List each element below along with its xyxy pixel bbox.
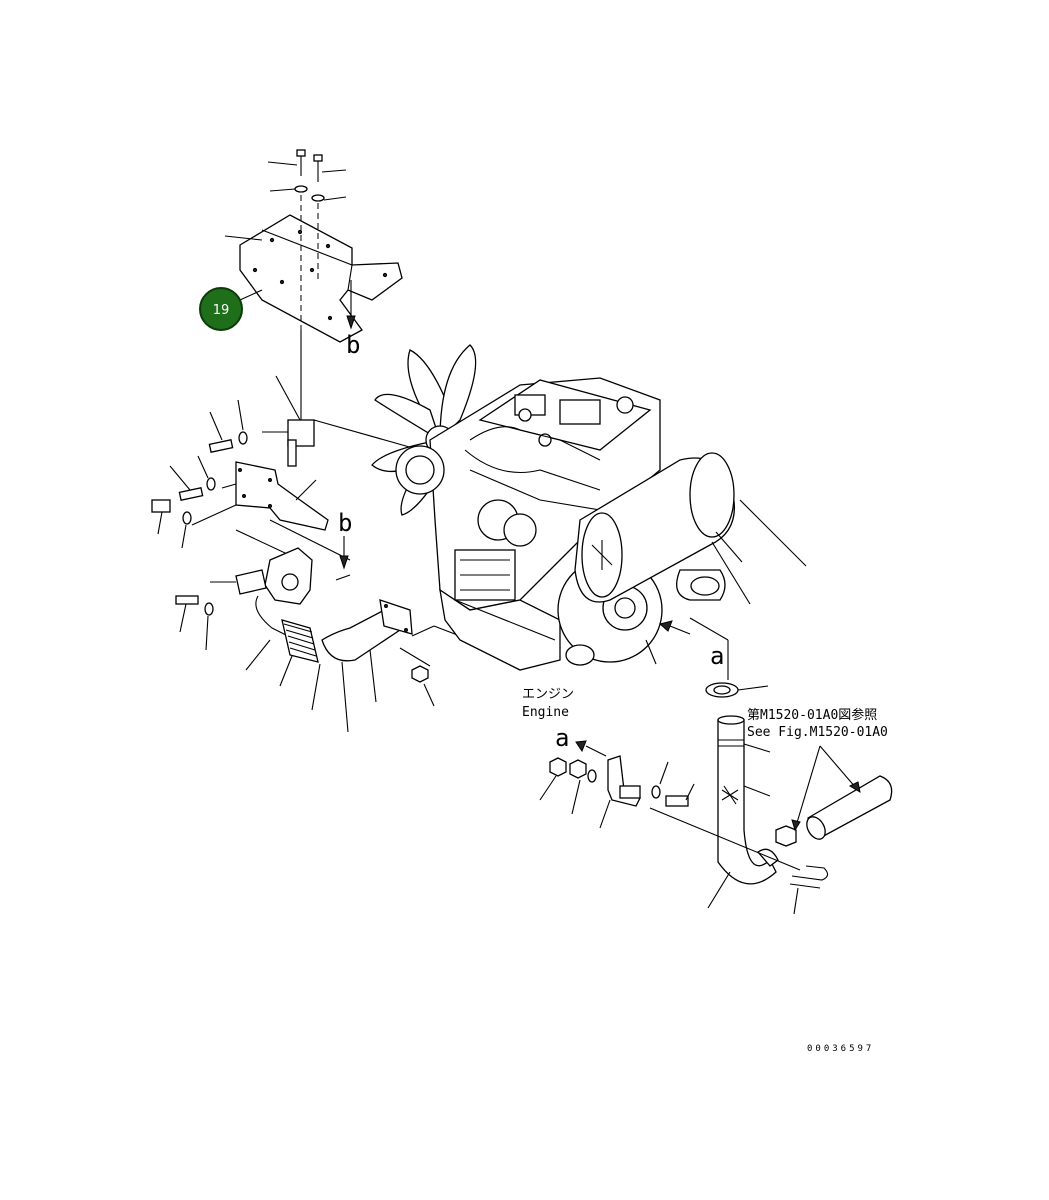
top-cover-plate: [224, 195, 403, 343]
pipe-clamp: [705, 682, 769, 698]
view-label-a-top: a: [710, 642, 724, 670]
top-bolts: [267, 149, 347, 202]
view-arrow-b-top: b: [346, 280, 360, 359]
view-arrow-b-mid: b: [335, 509, 352, 581]
view-label-b-top: b: [346, 331, 360, 359]
tail-pipe-assembly: [649, 715, 893, 915]
view-label-b-mid: b: [338, 509, 352, 537]
drawing-number: 00036597: [807, 1044, 874, 1054]
bracket-assembly: [151, 375, 421, 561]
reference-note-english: See Fig.M1520-01A0: [747, 725, 888, 740]
engine-label-english: Engine: [522, 705, 569, 720]
engine-label: エンジン Engine: [522, 687, 574, 720]
view-arrow-a-top: a: [658, 620, 724, 670]
callout-marker-19[interactable]: 19: [199, 287, 243, 331]
reference-note-japanese: 第M1520-01A0図参照: [747, 707, 877, 723]
view-arrow-a-bottom: a: [555, 724, 607, 757]
view-label-a-bottom: a: [555, 724, 569, 752]
engine: [371, 344, 807, 680]
exhaust-pipe-assembly: [175, 547, 461, 733]
reference-note: 第M1520-01A0図参照 See Fig.M1520-01A0: [747, 707, 888, 740]
bottom-bracket-hardware: [539, 755, 695, 829]
callout-label: 19: [213, 303, 230, 318]
engine-label-japanese: エンジン: [522, 687, 574, 702]
